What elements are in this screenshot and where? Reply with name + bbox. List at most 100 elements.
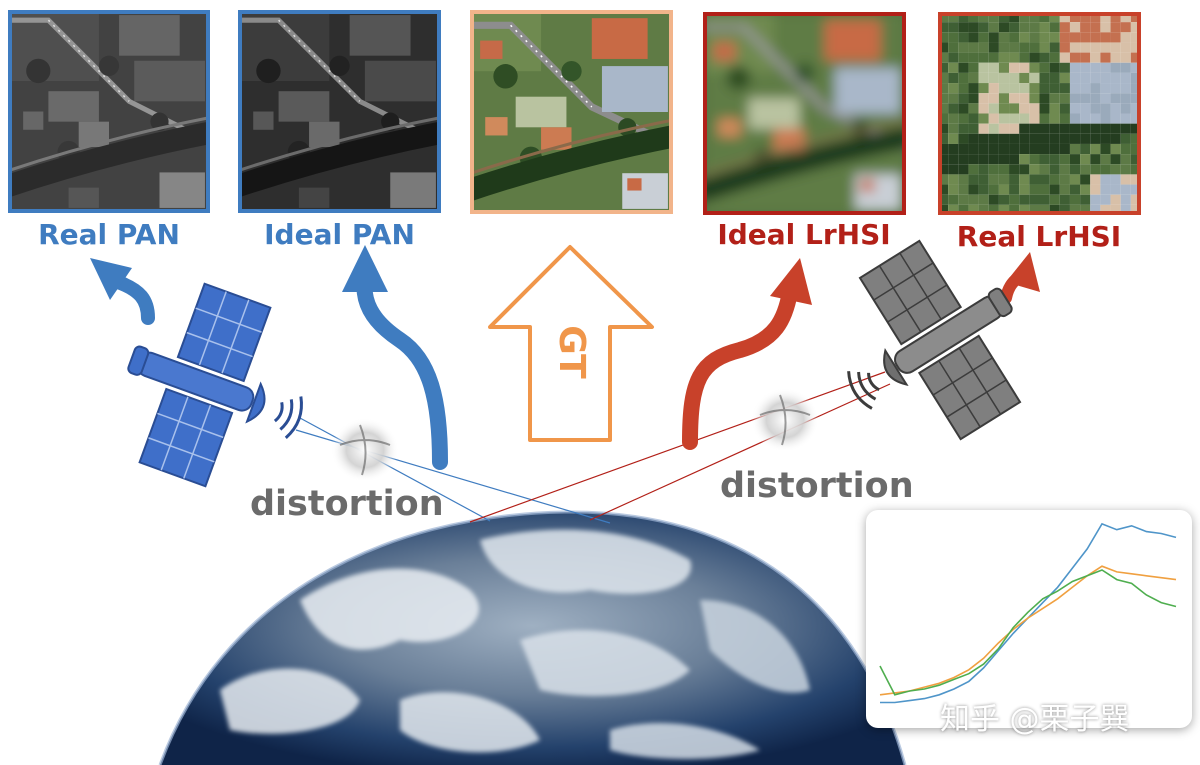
lrhsi-pixel xyxy=(1080,103,1091,114)
lrhsi-pixel xyxy=(1090,32,1101,43)
lrhsi-pixel xyxy=(1019,83,1030,94)
lrhsi-pixel xyxy=(1090,154,1101,165)
hsi-satellite-icon xyxy=(847,239,1022,441)
lrhsi-pixel xyxy=(1110,133,1121,144)
frame-ideal-pan xyxy=(238,10,441,213)
lrhsi-pixel xyxy=(1069,83,1081,94)
lrhsi-pixel xyxy=(968,113,979,124)
lrhsi-pixel xyxy=(1029,174,1040,185)
lrhsi-pixel xyxy=(1080,52,1091,63)
lrhsi-pixel xyxy=(1039,184,1050,195)
lrhsi-pixel xyxy=(1120,72,1131,84)
lrhsi-pixel xyxy=(948,174,959,185)
lrhsi-pixel xyxy=(1080,194,1091,205)
lrhsi-pixel xyxy=(1100,113,1111,124)
lrhsi-pixel xyxy=(968,93,979,104)
lrhsi-pixel xyxy=(1130,133,1141,144)
lrhsi-pixel xyxy=(1039,42,1050,53)
lrhsi-pixel xyxy=(968,83,979,94)
lrhsi-pixel xyxy=(1009,143,1020,155)
lrhsi-pixel xyxy=(978,22,989,33)
lrhsi-pixel xyxy=(1080,164,1091,175)
lrhsi-pixel xyxy=(1009,52,1020,63)
lrhsi-pixel xyxy=(1100,154,1111,165)
lrhsi-pixel xyxy=(1120,62,1131,73)
lrhsi-pixel xyxy=(1080,32,1091,43)
arrow-to-real-lrhsi xyxy=(1000,252,1040,304)
lrhsi-pixel xyxy=(1120,12,1131,23)
lrhsi-pixel xyxy=(948,42,959,53)
lrhsi-pixel xyxy=(958,123,969,134)
lrhsi-pixel xyxy=(1049,62,1060,73)
lrhsi-pixel xyxy=(968,194,979,205)
lrhsi-pixel xyxy=(1019,174,1030,185)
lrhsi-pixel xyxy=(1009,154,1020,165)
lrhsi-pixel xyxy=(1080,174,1091,185)
lrhsi-pixel xyxy=(938,42,949,53)
lrhsi-pixel xyxy=(938,32,949,43)
lrhsi-pixel xyxy=(978,133,989,144)
lrhsi-pixel xyxy=(1019,103,1030,114)
lrhsi-pixel xyxy=(1110,164,1121,175)
lrhsi-pixel xyxy=(1069,194,1081,205)
lrhsi-pixel xyxy=(1110,204,1121,215)
lrhsi-pixel xyxy=(1120,83,1131,94)
lrhsi-pixel xyxy=(958,22,969,33)
lrhsi-pixel xyxy=(938,164,949,175)
spectral-series-2-line xyxy=(879,565,1177,696)
lrhsi-pixel xyxy=(1090,103,1101,114)
lrhsi-pixel xyxy=(1009,93,1020,104)
lrhsi-pixel xyxy=(1100,93,1111,104)
lrhsi-pixel xyxy=(1059,22,1070,33)
lrhsi-pixel xyxy=(938,83,949,94)
lrhsi-pixel xyxy=(1019,62,1030,73)
lrhsi-pixel xyxy=(1009,83,1020,94)
lrhsi-pixel xyxy=(1120,204,1131,215)
lrhsi-pixel xyxy=(948,72,959,84)
lrhsi-pixel xyxy=(1019,22,1030,33)
lrhsi-pixel xyxy=(1019,32,1030,43)
lrhsi-pixel xyxy=(1049,72,1060,84)
lrhsi-pixel xyxy=(1019,12,1030,23)
lrhsi-pixel xyxy=(1059,83,1070,94)
lrhsi-pixel xyxy=(988,22,999,33)
lrhsi-pixel xyxy=(938,93,949,104)
lrhsi-pixel xyxy=(1090,52,1101,63)
lrhsi-pixel xyxy=(1029,143,1040,155)
lrhsi-pixel xyxy=(978,42,989,53)
distortion-smudge-left xyxy=(331,418,399,482)
lrhsi-pixel xyxy=(938,72,949,84)
lrhsi-pixel xyxy=(1039,22,1050,33)
lrhsi-pixel xyxy=(958,52,969,63)
lrhsi-pixel xyxy=(1080,154,1091,165)
lrhsi-pixel xyxy=(1110,154,1121,165)
lrhsi-pixel xyxy=(1130,143,1141,155)
lrhsi-pixel xyxy=(1039,72,1050,84)
lrhsi-pixel xyxy=(1069,164,1081,175)
lrhsi-pixel xyxy=(1009,133,1020,144)
lrhsi-pixel xyxy=(1049,174,1060,185)
frame-gt xyxy=(470,10,673,214)
lrhsi-pixel xyxy=(1009,164,1020,175)
lrhsi-pixel xyxy=(1059,93,1070,104)
lrhsi-pixel xyxy=(988,42,999,53)
lrhsi-pixel xyxy=(1130,83,1141,94)
lrhsi-pixel xyxy=(1049,204,1060,215)
lrhsi-pixel xyxy=(1029,133,1040,144)
lrhsi-pixel xyxy=(1120,93,1131,104)
lrhsi-pixel xyxy=(1059,113,1070,124)
lrhsi-pixel xyxy=(1049,12,1060,23)
lrhsi-pixel xyxy=(1009,42,1020,53)
lrhsi-pixel xyxy=(1069,42,1081,53)
lrhsi-pixel xyxy=(1130,52,1141,63)
lrhsi-pixel xyxy=(1049,154,1060,165)
lrhsi-pixel xyxy=(1039,194,1050,205)
lrhsi-pixel xyxy=(948,103,959,114)
lrhsi-pixel xyxy=(1130,62,1141,73)
lrhsi-pixel xyxy=(1100,22,1111,33)
lrhsi-pixel xyxy=(1080,93,1091,104)
lrhsi-pixel xyxy=(978,52,989,63)
lrhsi-pixel xyxy=(938,22,949,33)
lrhsi-pixel xyxy=(1059,133,1070,144)
lrhsi-pixel xyxy=(968,103,979,114)
